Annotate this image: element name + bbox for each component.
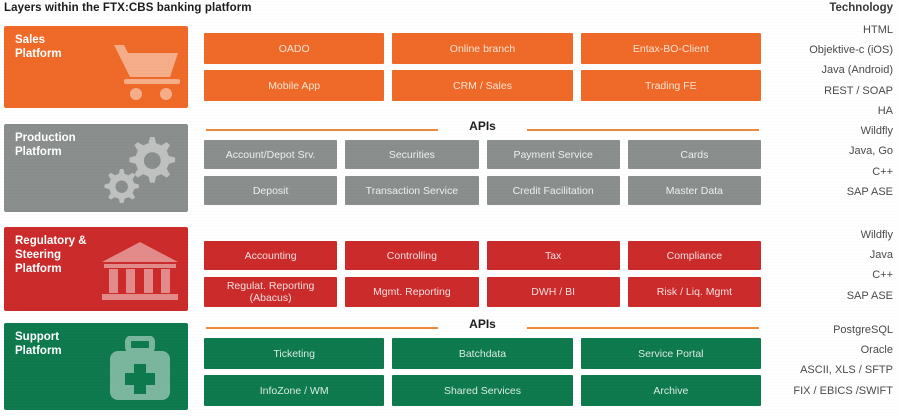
layer-badge-label-regulatory: Regulatory & Steering Platform: [15, 235, 87, 275]
module-tile[interactable]: OADO: [204, 33, 385, 64]
technology-column-header: Technology: [829, 2, 893, 14]
module-tile[interactable]: Compliance: [627, 241, 761, 270]
technology-item: SAP ASE: [846, 185, 893, 198]
layer-badge-label-production: Production Platform: [15, 132, 76, 158]
technology-item: C++: [872, 269, 893, 282]
technology-item: HA: [877, 105, 893, 117]
module-tile[interactable]: Deposit: [204, 176, 338, 205]
bank-building-icon: [100, 240, 180, 307]
technology-item: Java, Go: [848, 145, 893, 158]
technology-item: C++: [872, 165, 893, 178]
layer-badge-sales[interactable]: Sales Platform: [4, 26, 188, 108]
technology-item: ASCII, XLS / SFTP: [800, 364, 893, 377]
module-tile[interactable]: Transaction Service: [345, 176, 479, 205]
gears-icon: [100, 131, 178, 208]
technology-item: Wildfly: [860, 229, 893, 241]
module-tile[interactable]: Accounting: [204, 241, 338, 270]
technology-item: FIX / EBICS /SWIFT: [793, 384, 893, 397]
api-divider-label: APIs: [460, 317, 505, 332]
module-tile[interactable]: Trading FE: [580, 70, 761, 101]
module-tile[interactable]: Online branch: [392, 33, 573, 64]
module-tile[interactable]: Payment Service: [486, 140, 620, 169]
module-tile[interactable]: Archive: [580, 375, 761, 406]
api-rule-right: [527, 129, 759, 131]
module-tile[interactable]: Batchdata: [392, 338, 573, 369]
module-tile[interactable]: Risk / Liq. Mgmt: [627, 277, 761, 307]
module-tile[interactable]: Entax-BO-Client: [580, 33, 761, 64]
api-rule-left: [206, 129, 438, 131]
module-tile[interactable]: Service Portal: [580, 338, 761, 369]
api-divider-label: APIs: [460, 119, 505, 134]
technology-item: Wildfly: [860, 125, 893, 138]
module-tile[interactable]: Cards: [627, 140, 761, 169]
module-tile[interactable]: Account/Depot Srv.: [204, 140, 338, 169]
module-tile[interactable]: Mobile App: [204, 70, 385, 101]
module-tile[interactable]: Master Data: [627, 176, 761, 205]
first-aid-kit-icon: [108, 335, 172, 407]
layer-badge-label-support: Support Platform: [15, 331, 62, 357]
layer-badge-label-sales: Sales Platform: [15, 34, 62, 60]
module-tile[interactable]: Controlling: [345, 241, 479, 270]
technology-item: PostgreSQL: [833, 324, 893, 336]
tile-row: Regulat. Reporting (Abacus)Mgmt. Reporti…: [204, 277, 761, 307]
module-tile[interactable]: CRM / Sales: [392, 70, 573, 101]
layer-regulatory: Regulatory & Steering Platform Accounti: [0, 227, 899, 311]
technology-item: REST / SOAP: [824, 84, 893, 97]
module-tile[interactable]: Ticketing: [204, 338, 385, 369]
technology-group-sales: HTML Objektive-c (iOS) Java (Android) REST …: [763, 20, 893, 101]
layer-badge-support[interactable]: Support Platform: [4, 323, 188, 410]
module-tile[interactable]: Shared Services: [392, 375, 573, 406]
technology-item: SAP ASE: [846, 289, 893, 302]
technology-item: Objektive-c (iOS): [809, 44, 893, 57]
api-rule-left: [206, 327, 438, 329]
technology-item: Java (Android): [821, 64, 893, 77]
technology-item: HTML: [863, 24, 893, 36]
module-tile[interactable]: Tax: [486, 241, 620, 270]
api-rule-right: [527, 327, 759, 329]
module-tile[interactable]: Securities: [345, 140, 479, 169]
layer-badge-production[interactable]: Production Platform: [4, 124, 188, 212]
module-tile[interactable]: InfoZone / WM: [204, 375, 385, 406]
shopping-cart-icon: [108, 39, 182, 106]
technology-item: Java: [869, 249, 893, 262]
page-title: Layers within the FTX:CBS banking platfo…: [4, 2, 252, 14]
api-divider-top: APIs: [204, 119, 761, 136]
layer-badge-regulatory[interactable]: Regulatory & Steering Platform: [4, 227, 188, 311]
layer-production: Production Platform Account/Depot Srv.Se…: [0, 124, 899, 212]
module-tile[interactable]: DWH / BI: [486, 277, 620, 307]
module-tile[interactable]: Credit Facilitation: [486, 176, 620, 205]
technology-item: Oracle: [860, 344, 893, 357]
module-tile[interactable]: Regulat. Reporting (Abacus): [204, 277, 338, 307]
module-tile[interactable]: Mgmt. Reporting: [345, 277, 479, 307]
api-divider-bottom: APIs: [204, 317, 761, 334]
